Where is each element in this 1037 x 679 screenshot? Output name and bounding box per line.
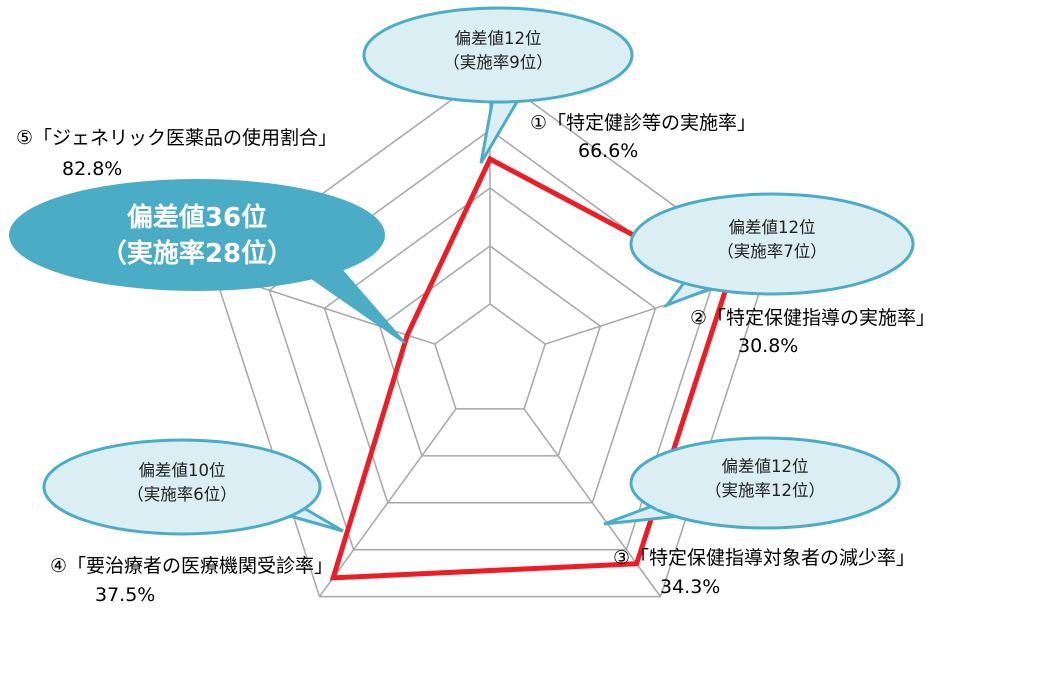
axis-label-4: ④「要治療者の医療機関受診率」 — [50, 555, 333, 577]
callout-ellipse-4 — [42, 438, 322, 536]
callout-axis-2: 偏差値12位 （実施率7位） — [629, 192, 915, 309]
callout-text-1b: （実施率9位） — [443, 53, 553, 72]
callout-ellipse-2 — [629, 192, 915, 296]
callout-axis-5: 偏差値36位 （実施率28位） — [9, 179, 406, 344]
axis-value-5: 82.8% — [62, 158, 122, 180]
axis-label-2: ②「特定保健指導の実施率」 — [690, 307, 935, 329]
axis-label-5: ⑤「ジェネリック医薬品の使用割合」 — [16, 127, 337, 149]
axis-label-3: ③「特定保健指導対象者の減少率」 — [613, 547, 915, 569]
callout-text-4b: （実施率6位） — [127, 485, 237, 504]
callout-ellipse-5 — [9, 179, 385, 291]
callout-axis-1: 偏差値12位 （実施率9位） — [362, 6, 634, 164]
callout-axis-3: 偏差値12位 （実施率12位） — [603, 436, 901, 530]
axis-value-3: 34.3% — [660, 576, 720, 598]
axis-value-4: 37.5% — [95, 584, 155, 606]
axis-label-1: ①「特定健診等の実施率」 — [530, 112, 756, 134]
callout-text-4a: 偏差値10位 — [139, 461, 226, 480]
grid-spoke-4 — [318, 408, 457, 598]
callout-ellipse-1 — [362, 6, 634, 104]
axis-value-1: 66.6% — [578, 140, 638, 162]
axis-value-2: 30.8% — [738, 335, 798, 357]
callout-text-5b: （実施率28位） — [101, 238, 293, 269]
callout-text-1a: 偏差値12位 — [455, 29, 542, 48]
grid-ring-1 — [433, 303, 547, 410]
callout-ellipse-3 — [629, 436, 901, 530]
callout-text-3b: （実施率12位） — [705, 481, 825, 500]
callout-bubble-1 — [479, 93, 524, 164]
callout-text-5a: 偏差値36位 — [127, 202, 267, 233]
callout-text-2a: 偏差値12位 — [729, 218, 816, 237]
callout-text-3a: 偏差値12位 — [722, 457, 809, 476]
callout-axis-4: 偏差値10位 （実施率6位） — [42, 438, 344, 536]
grid-ring-2 — [378, 245, 602, 457]
callout-text-2b: （実施率7位） — [717, 242, 827, 261]
